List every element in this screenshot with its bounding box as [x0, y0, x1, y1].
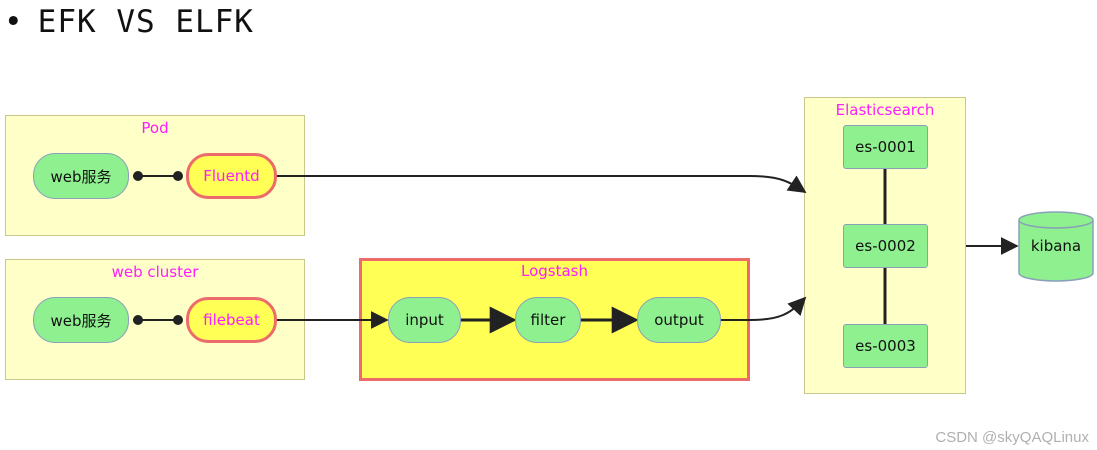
pod-link-start-dot [133, 171, 143, 181]
logstash-filter-node: filter [515, 297, 581, 343]
cluster-web-service-node: web服务 [33, 297, 129, 343]
kibana-cylinder [1018, 211, 1094, 282]
cluster-link-start-dot [133, 315, 143, 325]
logstash-output-node: output [637, 297, 721, 343]
es-node-2-label: es-0002 [855, 237, 916, 255]
watermark: CSDN @skyQAQLinux [935, 429, 1089, 446]
filebeat-label: filebeat [203, 311, 260, 329]
pod-web-service-label: web服务 [50, 167, 112, 186]
pod-label: Pod [141, 119, 169, 137]
logstash-label: Logstash [520, 262, 588, 280]
web-cluster-label: web cluster [111, 263, 199, 281]
bullet: • [4, 4, 24, 40]
fluentd-node: Fluentd [186, 153, 277, 199]
logstash-output-label: output [654, 311, 704, 329]
fluentd-label: Fluentd [203, 167, 260, 185]
es-node-3: es-0003 [843, 324, 928, 368]
cluster-web-service-label: web服务 [50, 311, 112, 330]
kibana-label: kibana [1030, 237, 1082, 255]
cluster-link-end-dot [173, 315, 183, 325]
title-text: EFK VS ELFK [37, 4, 254, 40]
page-title: • EFK VS ELFK [4, 4, 254, 40]
pod-web-service-node: web服务 [33, 153, 129, 199]
logstash-filter-label: filter [530, 311, 566, 329]
output-to-es-arrow [720, 296, 807, 321]
es-node-1: es-0001 [843, 125, 928, 169]
elasticsearch-label: Elasticsearch [835, 101, 935, 119]
es-node-1-label: es-0001 [855, 138, 916, 156]
logstash-input-label: input [405, 311, 444, 329]
es-node-3-label: es-0003 [855, 337, 916, 355]
logstash-input-node: input [388, 297, 461, 343]
filebeat-node: filebeat [186, 297, 277, 343]
pod-link-end-dot [173, 171, 183, 181]
es-node-2: es-0002 [843, 224, 928, 268]
fluentd-to-es-arrow [276, 175, 807, 193]
